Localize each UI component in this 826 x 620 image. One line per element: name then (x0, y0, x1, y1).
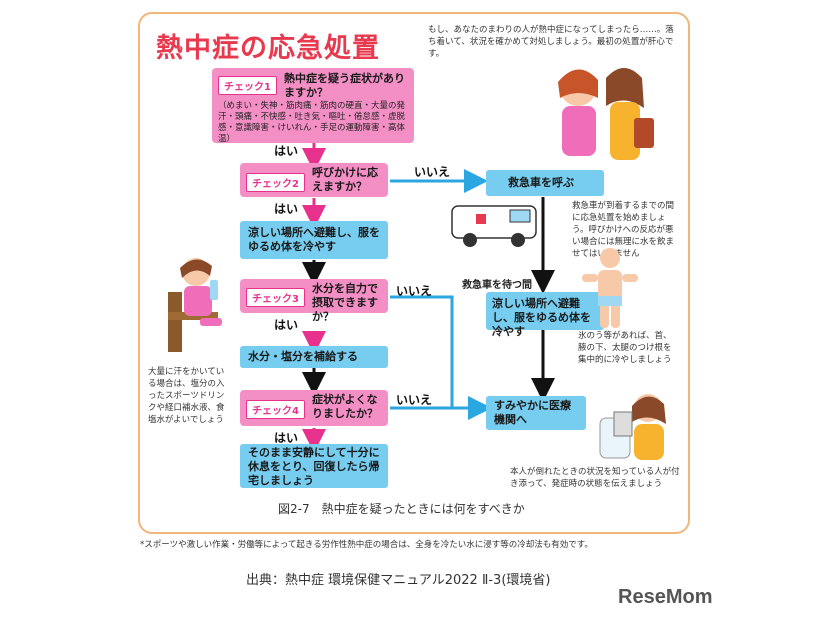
yes-label-3: はい (274, 318, 299, 332)
girl-drinking-illustration (168, 258, 222, 352)
ambulance-illustration (451, 205, 537, 247)
no-label-2: いいえ (414, 165, 451, 179)
check2-question: 呼びかけに応えますか？ (312, 166, 378, 193)
left-note: 大量に汗をかいている場合は、塩分の入ったスポーツドリンクや経口補水液、食塩水がよ… (148, 367, 225, 425)
check4-badge: チェック4 (246, 400, 305, 419)
check1-badge: チェック1 (218, 76, 277, 95)
check1-box: チェック1 熱中症を疑う症状がありますか？ （めまい・失神・筋肉痛・筋肉の硬直・… (212, 68, 414, 144)
check1-question: 熱中症を疑う症状がありますか？ (284, 72, 405, 99)
water-text: 水分・塩分を補給する (248, 350, 358, 363)
footnote: *スポーツや激しい作業・労働等によって起きる労作性熱中症の場合は、全身を冷たい水… (140, 540, 593, 550)
check3-badge: チェック3 (246, 288, 305, 307)
rest-box: そのまま安静にして十分に休息をとり、回復したら帰宅しましょう (240, 444, 388, 488)
two-people-illustration (558, 68, 654, 160)
ice-note: 氷のう等があれば、首、腋の下、太腿のつけ根を集中的に冷やしましょう (578, 331, 672, 365)
no-line-check3 (390, 295, 454, 408)
yes-label-1: はい (274, 144, 299, 158)
check2-badge: チェック2 (246, 173, 305, 192)
water-box: 水分・塩分を補給する (240, 346, 388, 368)
figure-caption: 図2-7 熱中症を疑ったときには何をすべきか (278, 502, 525, 516)
check2-box: チェック2 呼びかけに応えますか？ (240, 163, 388, 197)
cool-down-text: 涼しい場所へ避難し、服をゆるめ体を冷やす (248, 226, 380, 253)
cool-down-box: 涼しい場所へ避難し、服をゆるめ体を冷やす (240, 221, 388, 259)
hospital-box: すみやかに医療機関へ (486, 396, 586, 430)
check4-box: チェック4 症状がよくなりましたか？ (240, 390, 388, 426)
check1-symptoms: （めまい・失神・筋肉痛・筋肉の硬直・大量の発汗・頭痛・不快感・吐き気・嘔吐・倦怠… (218, 101, 406, 144)
hospital-illustration (599, 394, 666, 460)
cooling-body-illustration (582, 248, 638, 328)
rest-text: そのまま安静にして十分に休息をとり、回復したら帰宅しましょう (248, 446, 380, 487)
hospital-text: すみやかに医療機関へ (494, 399, 571, 426)
right-cool-text: 涼しい場所へ避難し、服をゆるめ体を冷やす (492, 297, 591, 338)
check4-question: 症状がよくなりましたか？ (312, 393, 378, 420)
ambulance-box: 救急車を呼ぶ (486, 170, 604, 196)
no-label-4: いいえ (396, 393, 433, 407)
check3-question: 水分を自力で摂取できますか？ (312, 282, 378, 323)
source-credit: 出典：熱中症 環境保健マニュアル2022 Ⅱ-3(環境省) (246, 573, 551, 588)
ambulance-text: 救急車を呼ぶ (508, 176, 574, 189)
no-label-3: いいえ (396, 284, 433, 298)
wait-label: 救急車を待つ間 (462, 280, 532, 291)
yes-label-2: はい (274, 202, 299, 216)
yes-label-4: はい (274, 431, 299, 445)
resemom-logo: ReseMom (618, 586, 713, 608)
intro-text: もし、あなたのまわりの人が熱中症になってしまったら……。落ち着いて、状況を確かめ… (428, 25, 674, 59)
check3-box: チェック3 水分を自力で摂取できますか？ (240, 279, 388, 323)
figure-title: 熱中症の応急処置 (156, 33, 380, 64)
right-cool-box: 涼しい場所へ避難し、服をゆるめ体を冷やす (486, 292, 604, 338)
hospital-note: 本人が倒れたときの状況を知っている人が付き添って、発症時の状態を伝えましょう (510, 467, 680, 489)
